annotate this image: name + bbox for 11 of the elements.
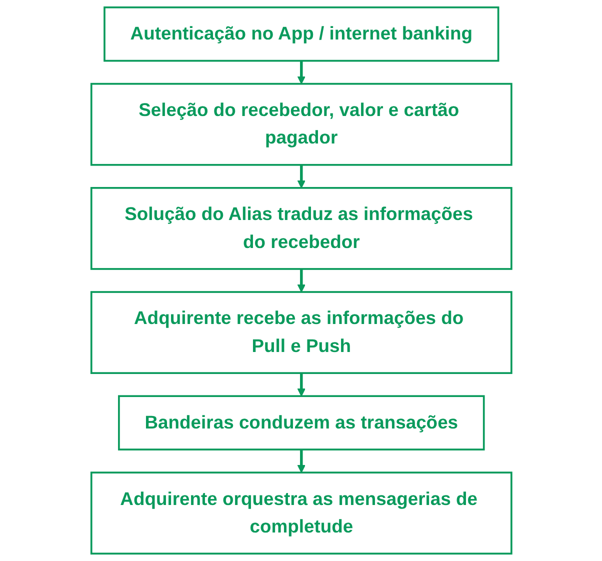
node-box: Adquirente recebe as informações do Pull e Push bbox=[90, 291, 512, 374]
node-box: Autenticação no App / internet banking bbox=[103, 6, 499, 62]
arrow bbox=[296, 268, 306, 292]
arrow bbox=[296, 60, 306, 84]
node-box: Bandeiras conduzem as transações bbox=[118, 395, 484, 450]
arrow bbox=[296, 450, 306, 473]
arrow bbox=[296, 164, 306, 188]
node-box: Seleção do recebedor, valor e cartão pagador bbox=[90, 82, 512, 166]
node-box: Adquirente orquestra as mensagerias de completude bbox=[90, 472, 512, 555]
arrow bbox=[296, 373, 306, 396]
node-box: Solução do Alias traduz as informações do recebedor bbox=[90, 187, 512, 270]
